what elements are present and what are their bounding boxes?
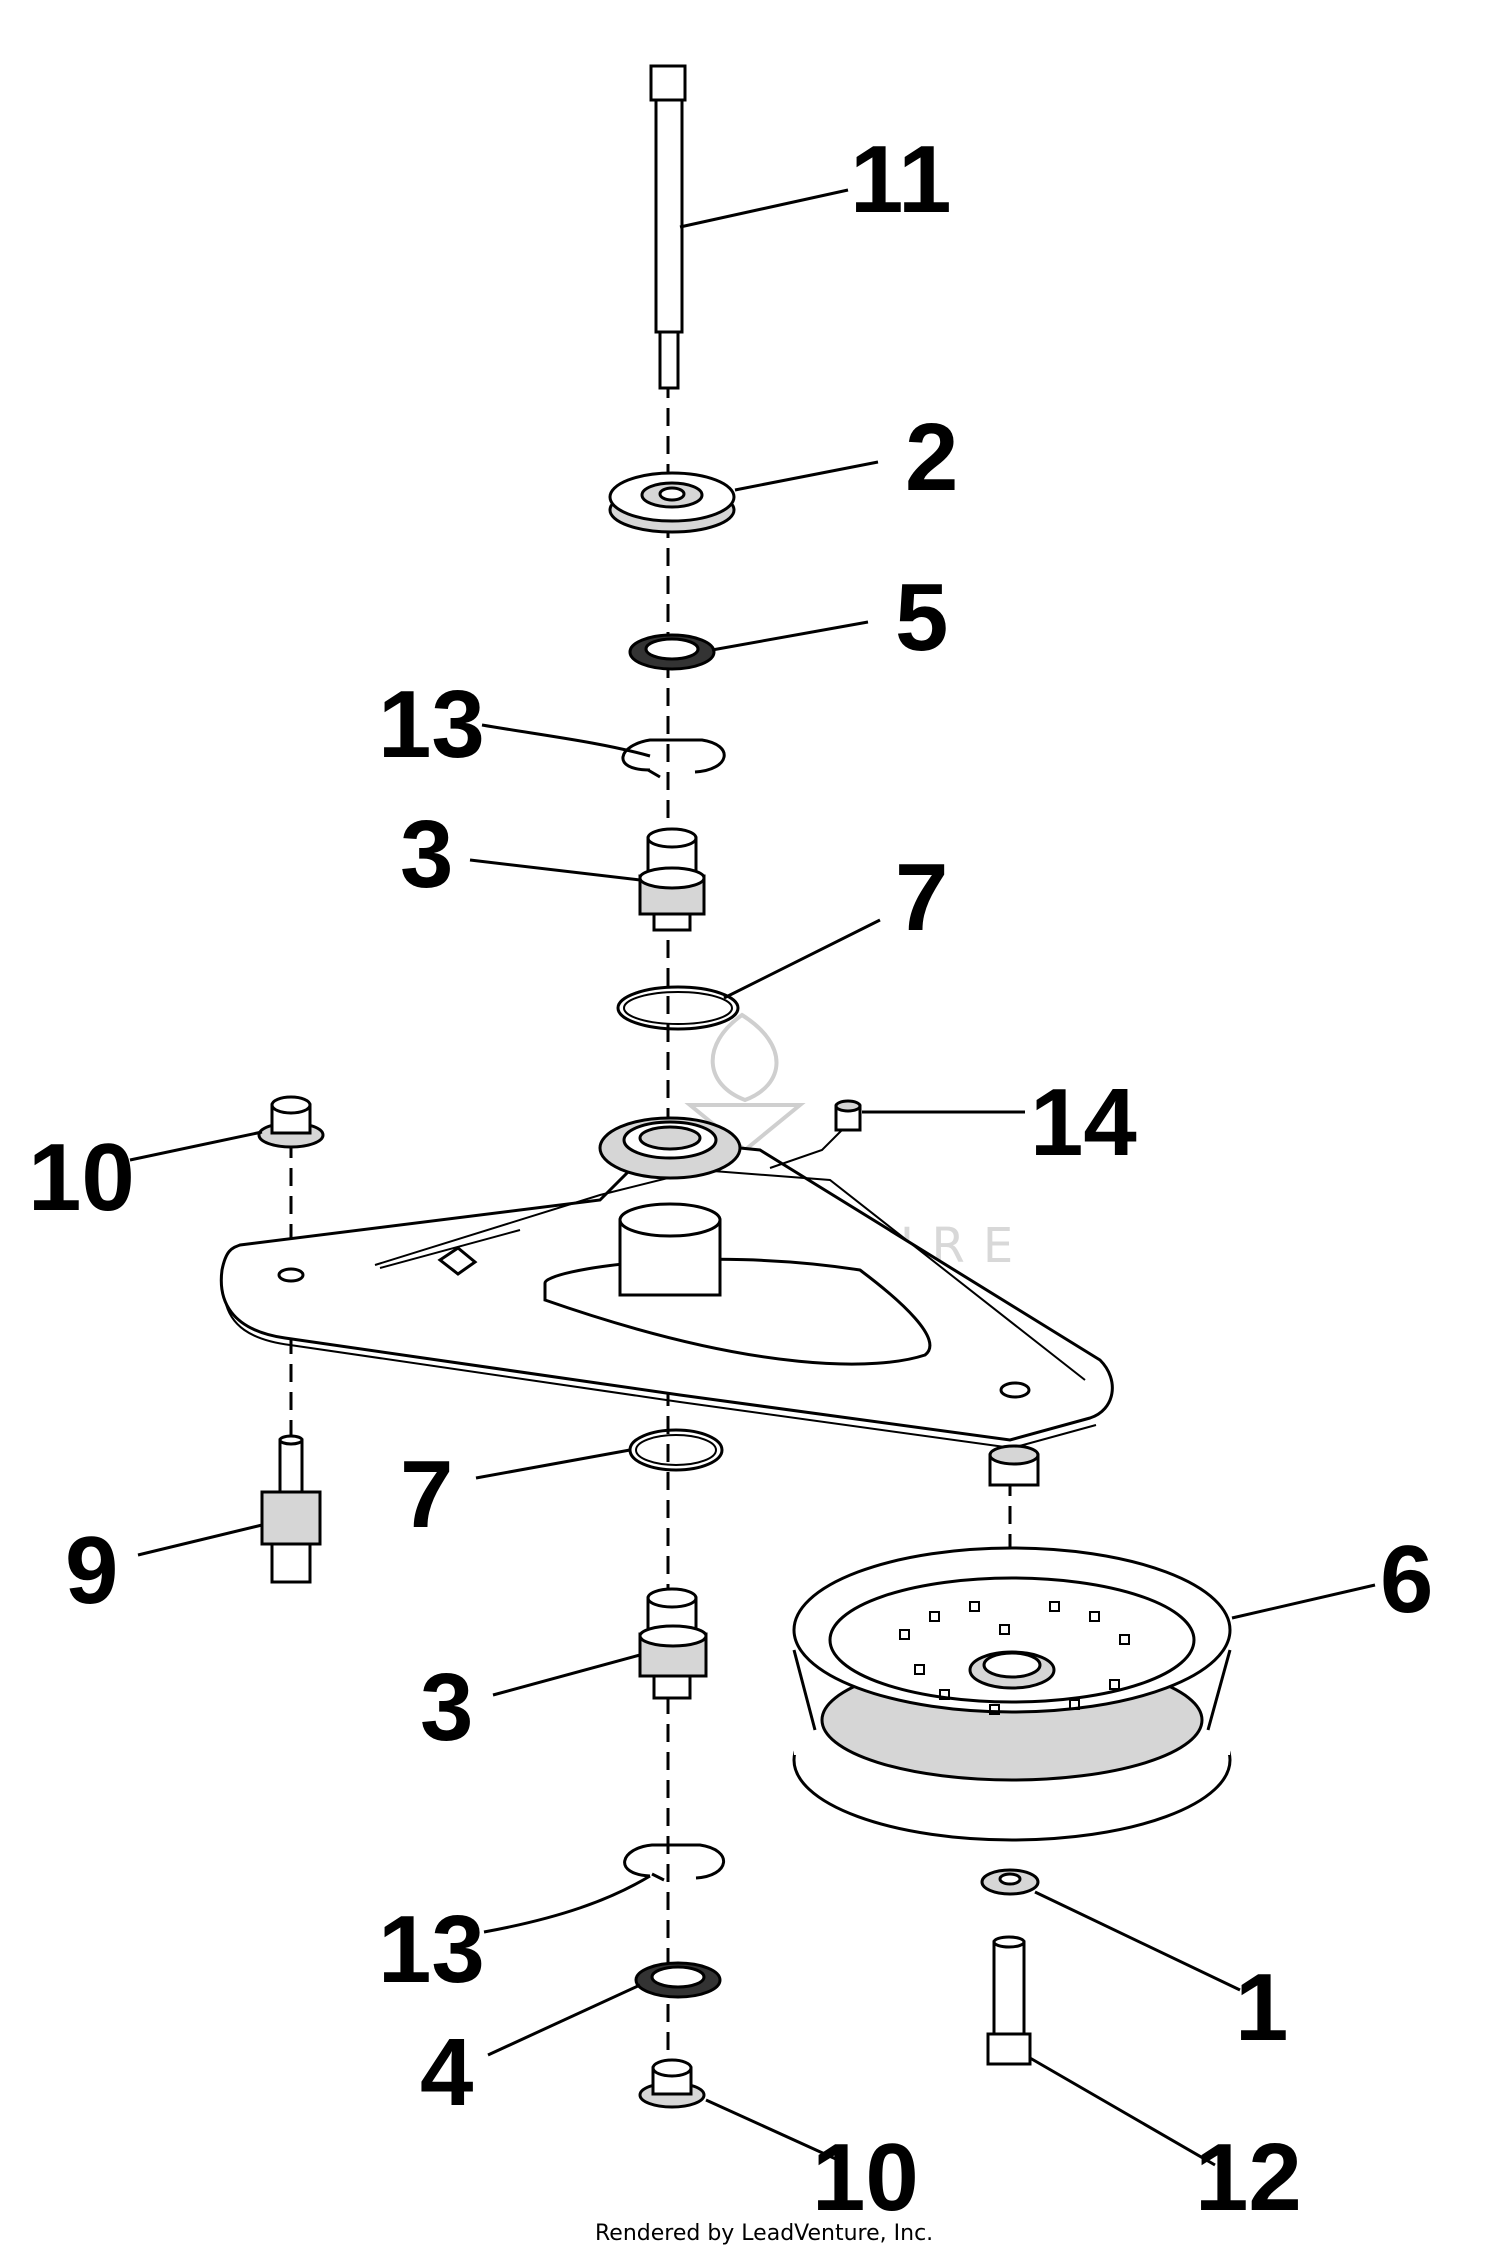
leader-lines	[129, 188, 1376, 2167]
callout-6: 6	[1380, 1526, 1433, 1633]
callout-11: 11	[850, 126, 951, 233]
part-13-snap-ring-top	[621, 738, 726, 779]
part-7-o-ring-top	[616, 985, 740, 1031]
callout-7-top: 7	[895, 844, 948, 951]
callout-3-top: 3	[400, 801, 453, 908]
callout-7-bottom: 7	[400, 1441, 453, 1548]
part-3-bearing-top	[638, 827, 706, 932]
callout-13-bottom: 13	[378, 1896, 485, 2003]
part-12-bolt	[986, 1935, 1032, 2066]
callout-12: 12	[1195, 2124, 1302, 2231]
part-2-bearing	[608, 471, 736, 534]
render-credit: Rendered by LeadVenture, Inc.	[595, 2221, 933, 2246]
callout-labels: 11 2 5 13 3 7 14 10 7 9 6 3 13 1 4 10 12	[28, 126, 1433, 2231]
part-13-snap-ring-bottom	[623, 1843, 725, 1882]
part-11-long-bolt	[649, 64, 687, 390]
part-3-bearing-bottom	[638, 1587, 708, 1700]
callout-13-top: 13	[378, 671, 485, 778]
callout-5: 5	[895, 564, 948, 671]
callout-9: 9	[65, 1517, 118, 1624]
part-4-washer	[634, 1961, 722, 1999]
part-14-grease-fitting	[769, 1099, 862, 1169]
callout-2: 2	[905, 404, 958, 511]
part-10-flange-nut-left	[257, 1095, 325, 1149]
callout-10-left: 10	[28, 1124, 135, 1231]
callout-4: 4	[420, 2019, 473, 2126]
part-1-washer	[980, 1868, 1040, 1896]
part-9-shoulder-stud	[260, 1434, 322, 1584]
callout-14: 14	[1030, 1069, 1137, 1176]
callout-3-bottom: 3	[420, 1654, 473, 1761]
part-10-flange-nut-bottom	[638, 2058, 706, 2109]
pulley-holes	[899, 1601, 1130, 1715]
part-7-o-ring-bottom-inner	[635, 1434, 717, 1466]
idler-arm-plate	[219, 1116, 1114, 1487]
callout-1: 1	[1235, 1954, 1288, 2061]
part-7-o-ring-top-inner	[623, 991, 733, 1025]
callout-10-bottom: 10	[812, 2124, 919, 2231]
part-6-idler-pulley	[792, 1546, 1232, 1842]
part-5-washer	[628, 633, 716, 671]
